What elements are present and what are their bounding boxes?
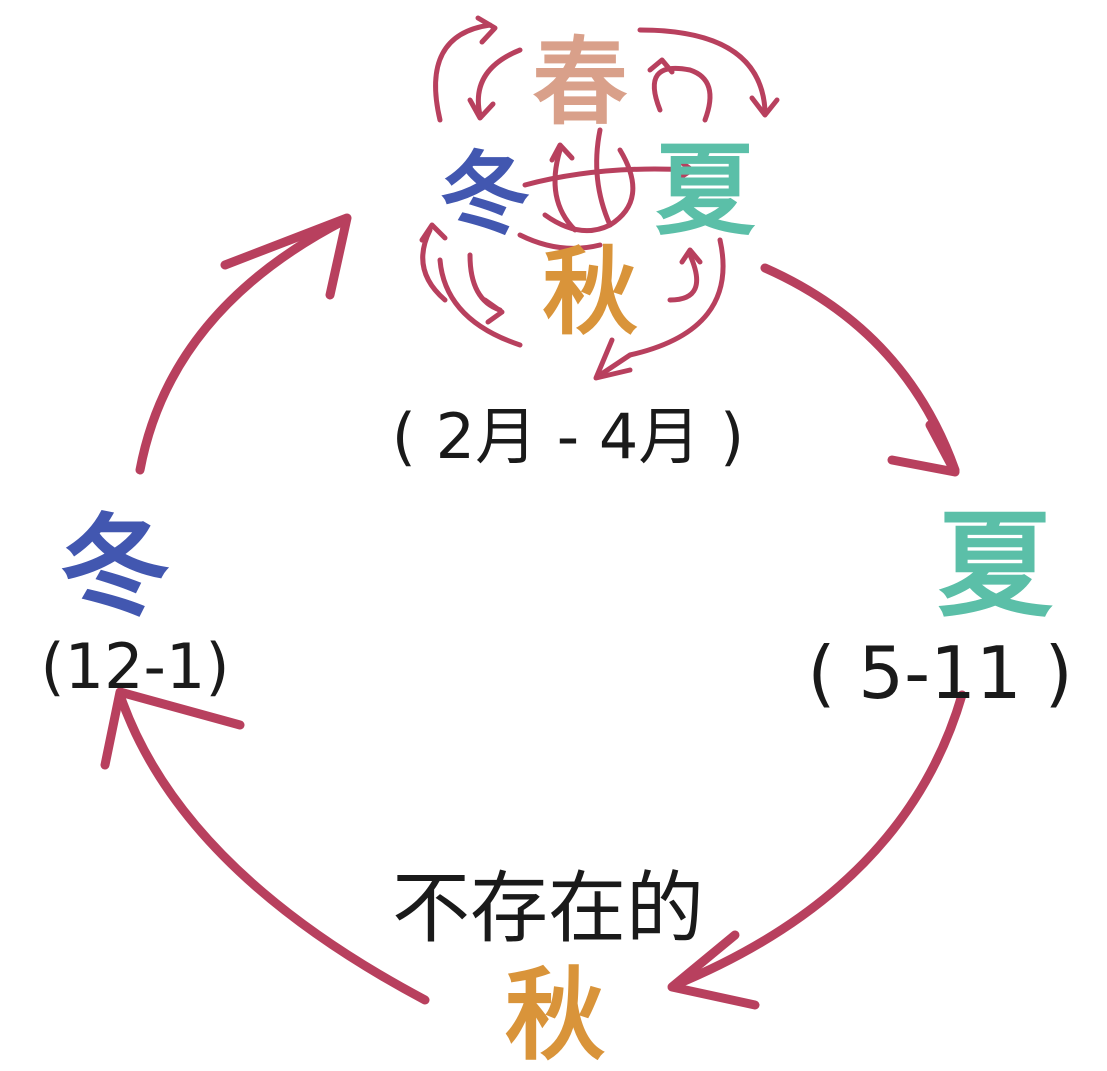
swirl-inner-left	[475, 47, 523, 118]
arrowhead-winter-to-spring	[220, 213, 352, 300]
swirl-bottom-right-head	[593, 337, 633, 381]
swirl-top-left-head	[475, 15, 498, 45]
winter-node: 冬 (12-1)	[40, 503, 229, 703]
swirl-left-bottom	[437, 257, 523, 348]
top-autumn-char: 秋	[542, 238, 637, 348]
swirl-left-lower-head	[419, 222, 448, 243]
autumn-caption: 不存在的	[392, 864, 704, 954]
chaos-swirl-arrows	[419, 15, 780, 381]
swirl-right-lower	[667, 252, 700, 303]
autumn-char: 秋	[505, 957, 605, 1071]
swirl-bottom-right	[597, 237, 726, 378]
top-spring-char: 春	[532, 28, 627, 138]
swirl-left-lower	[420, 227, 448, 303]
arrow-autumn-to-winter	[115, 690, 430, 1005]
swirl-inner-left-head	[467, 97, 496, 121]
cycle-arrows	[100, 213, 967, 1010]
arrow-top-to-summer	[760, 263, 960, 475]
swirl-center-vertical	[594, 127, 613, 228]
arrow-winter-to-spring	[135, 215, 350, 475]
arrowhead-autumn-to-winter	[100, 687, 245, 770]
swirl-center-vertical-b-head	[549, 142, 575, 163]
swirl-center-cross-head	[673, 157, 695, 183]
winter-range-label: (12-1)	[40, 630, 229, 703]
arrow-summer-to-autumn	[670, 690, 967, 990]
summer-range-label: ( 5-11 )	[807, 631, 1072, 715]
swirl-inner-bottom-left-head	[482, 297, 505, 325]
autumn-node: 不存在的 秋	[392, 864, 704, 1071]
swirl-top-right-head	[749, 95, 780, 118]
swirl-right-loop-head	[647, 57, 675, 75]
top-summer-char: 夏	[655, 132, 756, 249]
swirl-top-left	[433, 22, 493, 123]
summer-node: 夏 ( 5-11 )	[807, 499, 1072, 715]
top-range-label: ( 2月 - 4月 )	[392, 400, 744, 473]
winter-char: 冬	[60, 503, 170, 631]
swirl-right-lower-head	[679, 247, 703, 265]
swirl-right-loop	[651, 65, 713, 123]
swirl-center-vertical-b	[552, 147, 578, 233]
arrowhead-summer-to-autumn	[667, 930, 760, 1010]
arrowhead-top-to-summer	[887, 420, 960, 477]
top-winter-char: 冬	[440, 142, 530, 247]
summer-char: 夏	[937, 499, 1053, 633]
swirl-under-winter	[517, 232, 603, 251]
top-cluster: 春 冬 夏 秋 ( 2月 - 4月 )	[392, 28, 756, 473]
swirl-center-loop	[542, 147, 636, 234]
swirl-top-right	[637, 27, 768, 113]
swirl-center-cross	[522, 166, 693, 188]
